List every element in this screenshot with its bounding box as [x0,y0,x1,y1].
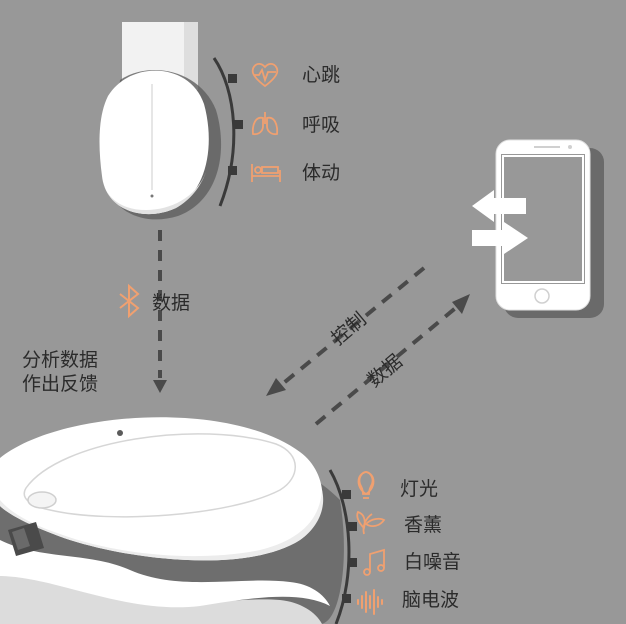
bluetooth-icon [119,283,140,319]
output-label-white-noise: 白噪音 [404,551,462,573]
metric-label-body-movement: 体动 [302,162,341,184]
sensor-device [99,22,243,220]
output-label-aroma: 香薰 [404,514,443,536]
music-note-icon [363,548,385,576]
sensor-to-lamp-arrow [153,230,167,393]
bulb-icon [357,471,375,499]
transfer-label: 数据 [152,292,191,314]
lungs-icon [251,112,279,136]
leaf-icon [356,510,386,535]
smartphone [495,139,604,318]
heart-icon [251,63,279,88]
phone-incoming-arrow [472,222,528,254]
control-arrow [266,266,426,396]
waveform-icon [357,589,383,615]
data-arrow [314,294,470,426]
phone-outgoing-arrow [472,190,526,222]
analysis-line-1: 分析数据 [22,349,99,371]
smart-lamp-device [0,417,357,624]
bed-icon [251,164,281,182]
analysis-line-2: 作出反馈 [22,373,99,395]
output-label-brainwave: 脑电波 [402,589,460,611]
metric-label-breathing: 呼吸 [302,114,341,136]
output-label-light: 灯光 [400,478,439,500]
metric-label-heartbeat: 心跳 [302,64,341,86]
